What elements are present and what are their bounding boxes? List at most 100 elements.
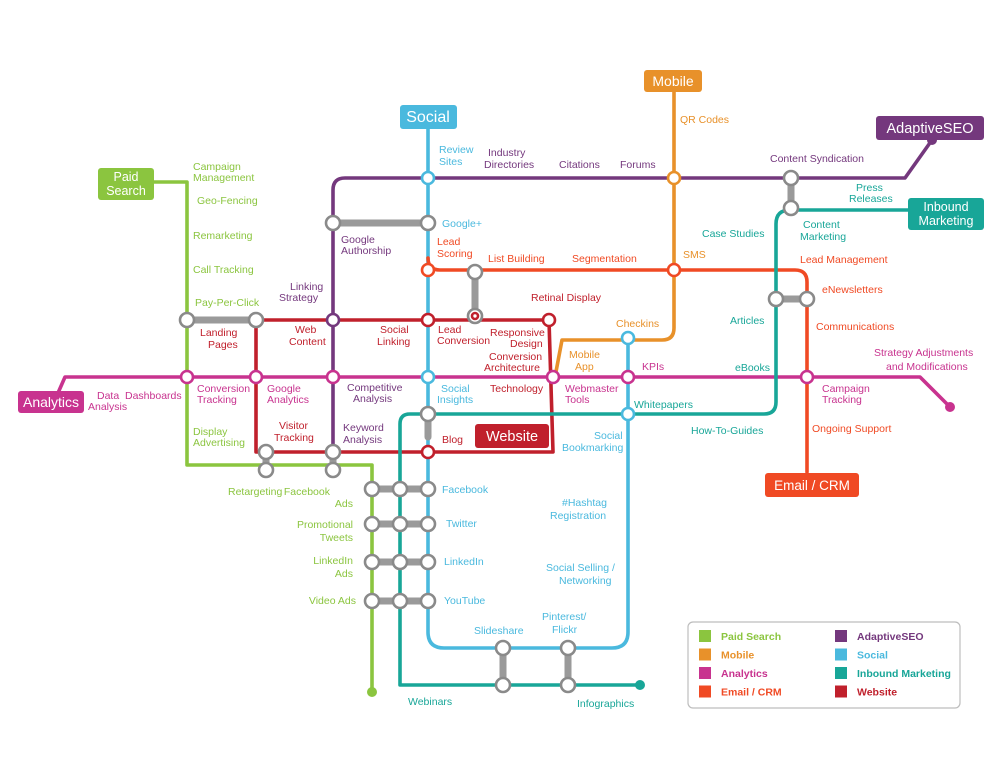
station-content-syndication-interchange	[782, 169, 800, 187]
svg-text:and Modifications: and Modifications	[886, 361, 968, 373]
svg-text:Social Selling /: Social Selling /	[546, 562, 615, 574]
terminal-mobile: Mobile	[644, 70, 702, 92]
svg-text:Keyword: Keyword	[343, 422, 384, 434]
legend-swatch	[835, 667, 847, 679]
svg-text:Analysis: Analysis	[343, 434, 382, 446]
terminal-inbound-marketing: Inbound Marketing	[908, 198, 984, 230]
svg-text:Lead: Lead	[438, 324, 462, 336]
svg-text:LinkedIn: LinkedIn	[313, 555, 353, 567]
svg-text:Website: Website	[486, 429, 538, 445]
svg-text:Campaign: Campaign	[822, 383, 870, 395]
svg-text:Social: Social	[594, 430, 623, 442]
svg-text:Citations: Citations	[559, 159, 600, 171]
legend-swatch	[835, 648, 847, 661]
legend-label: Inbound Marketing	[857, 668, 951, 680]
station-retargeting-interchange-top	[257, 443, 275, 461]
svg-text:Whitepapers: Whitepapers	[634, 399, 693, 411]
adaptive-seo-line	[331, 138, 934, 452]
svg-text:Mobile: Mobile	[652, 73, 693, 89]
svg-text:eNewsletters: eNewsletters	[822, 284, 883, 296]
svg-text:Ads: Ads	[335, 498, 353, 510]
legend-label: Paid Search	[721, 631, 781, 643]
svg-text:Pages: Pages	[208, 339, 238, 351]
station-keyword-analysis-interchange-bottom	[324, 461, 342, 479]
svg-text:Inbound: Inbound	[923, 200, 968, 214]
svg-text:Display: Display	[193, 426, 228, 438]
svg-text:Tools: Tools	[565, 394, 590, 406]
svg-text:Webmaster: Webmaster	[565, 383, 619, 395]
terminal-analytics: Analytics	[18, 391, 84, 413]
svg-text:Ongoing Support: Ongoing Support	[812, 423, 891, 435]
svg-text:Dashboards: Dashboards	[125, 390, 182, 402]
svg-text:#Hashtag: #Hashtag	[562, 497, 607, 509]
inbound-line	[398, 208, 914, 687]
station-google-plus-interchange	[419, 214, 437, 232]
station-pinterest-interchange-top	[559, 639, 577, 657]
svg-text:Competitive: Competitive	[347, 382, 403, 394]
legend-swatch	[835, 685, 847, 698]
svg-text:Data: Data	[97, 390, 119, 402]
terminal-paid-search: Paid Search	[98, 168, 154, 200]
svg-text:Segmentation: Segmentation	[572, 253, 637, 265]
svg-text:Review: Review	[439, 144, 474, 156]
svg-text:Design: Design	[510, 338, 543, 350]
station-web-content-interchange	[247, 311, 265, 329]
svg-text:KPIs: KPIs	[642, 361, 664, 373]
svg-text:Remarketing: Remarketing	[193, 230, 253, 242]
svg-text:Tracking: Tracking	[197, 394, 237, 406]
mobile-line	[553, 90, 676, 379]
legend-label: AdaptiveSEO	[857, 631, 924, 643]
svg-text:Blog: Blog	[442, 434, 463, 446]
svg-text:Scoring: Scoring	[437, 248, 473, 260]
terminal-adaptive-seo: AdaptiveSEO	[876, 116, 984, 140]
svg-text:Facebook: Facebook	[284, 486, 331, 498]
svg-text:Landing: Landing	[200, 327, 238, 339]
terminal-website: Website	[475, 424, 549, 448]
svg-text:Bookmarking: Bookmarking	[562, 442, 623, 454]
svg-text:Releases: Releases	[849, 193, 893, 205]
svg-text:Insights: Insights	[437, 394, 473, 406]
legend-label: Mobile	[721, 650, 754, 662]
svg-text:Google: Google	[267, 383, 301, 395]
svg-text:QR Codes: QR Codes	[680, 114, 729, 126]
legend-swatch	[699, 667, 711, 679]
line-stations	[179, 170, 815, 460]
svg-text:Strategy: Strategy	[279, 292, 319, 304]
svg-text:List Building: List Building	[488, 253, 545, 265]
svg-text:Checkins: Checkins	[616, 318, 659, 330]
svg-text:Conversion: Conversion	[437, 335, 490, 347]
svg-text:Analytics: Analytics	[267, 394, 309, 406]
svg-text:Analytics: Analytics	[23, 394, 79, 410]
svg-text:Retinal Display: Retinal Display	[531, 292, 602, 304]
svg-text:App: App	[575, 361, 594, 373]
social-line	[426, 126, 630, 650]
station-enewsletters-interchange	[798, 290, 816, 308]
analytics-line	[56, 375, 952, 409]
legend-swatch	[699, 685, 711, 698]
svg-text:Industry: Industry	[488, 147, 526, 159]
legend-swatch	[835, 630, 847, 642]
svg-text:Linking: Linking	[290, 281, 323, 293]
svg-text:Pinterest/: Pinterest/	[542, 611, 586, 623]
svg-text:Lead: Lead	[437, 236, 461, 248]
svg-text:Conversion: Conversion	[197, 383, 250, 395]
svg-text:Twitter: Twitter	[446, 518, 477, 530]
svg-text:Directories: Directories	[484, 159, 534, 171]
legend-label: Analytics	[721, 668, 768, 680]
svg-text:Content: Content	[803, 219, 840, 231]
station-list-building-interchange	[466, 263, 484, 281]
svg-text:Communications: Communications	[816, 321, 894, 333]
legend-label: Email / CRM	[721, 687, 782, 699]
station-pinterest-interchange-bottom	[559, 676, 577, 694]
svg-text:Google+: Google+	[442, 218, 482, 230]
interchange-stations	[178, 169, 816, 694]
svg-text:Video Ads: Video Ads	[309, 595, 356, 607]
svg-text:Articles: Articles	[730, 315, 764, 327]
svg-text:Google: Google	[341, 234, 375, 246]
